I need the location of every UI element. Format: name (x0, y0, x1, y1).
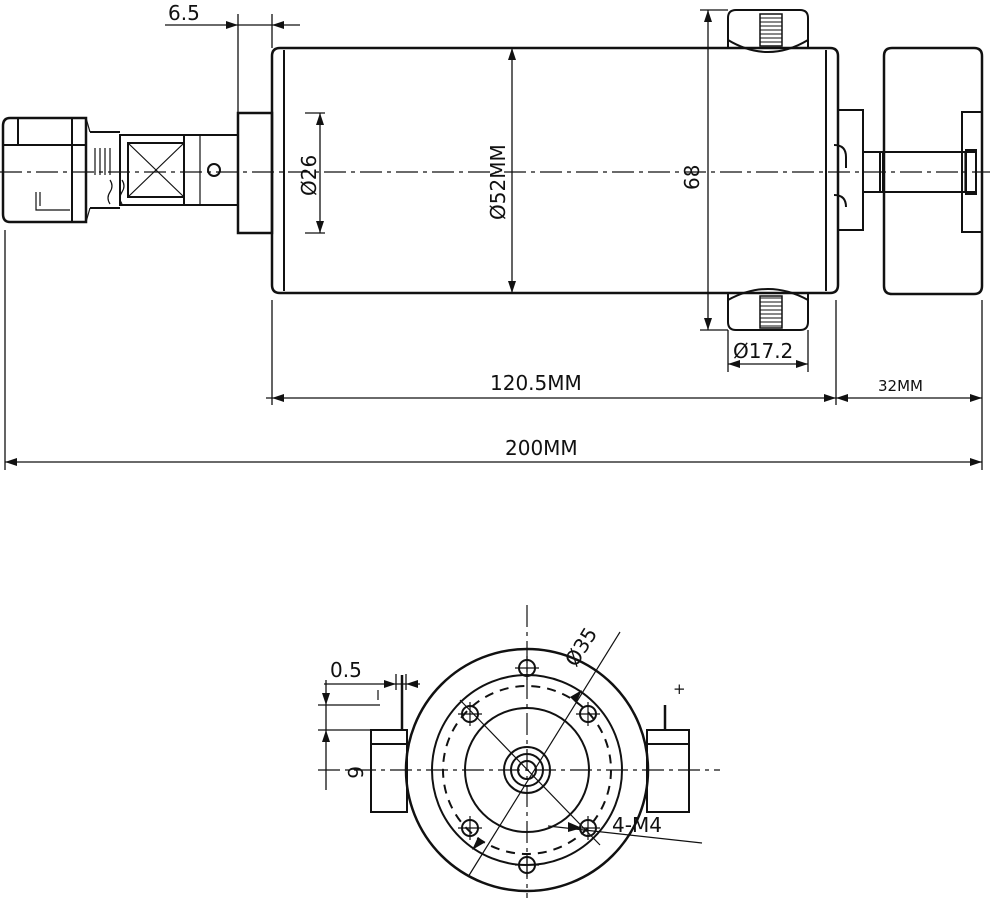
label-flange-thickness: 6.5 (168, 1, 200, 25)
label-bolt-circle: Ø35 (560, 623, 602, 671)
collet-nut (1, 116, 125, 224)
cooling-fan (882, 46, 984, 296)
side-view: 6.5 Ø26 Ø52MM 68 (0, 1, 990, 470)
label-mount-spacing: 68 (680, 165, 704, 190)
shaft-lock-hole (207, 163, 221, 177)
motor-body (270, 46, 840, 295)
mount-hole-upper-left (458, 702, 482, 726)
label-mount-diameter: Ø17.2 (733, 339, 793, 363)
spindle-shaft (119, 134, 239, 206)
label-terminal-width: 6 (343, 766, 367, 779)
label-neck-diameter: Ø26 (297, 155, 321, 196)
mount-hole-upper-right (576, 702, 600, 726)
mount-hole-top (515, 656, 539, 680)
right-terminal: + (646, 680, 690, 813)
rear-shaft (879, 149, 977, 195)
end-view: + 0.5 6 Ø35 (318, 605, 720, 898)
label-body-diameter: Ø52MM (486, 144, 510, 220)
callout-mount-holes: 4-M4 (547, 813, 703, 844)
dim-rear-length: 32MM (836, 300, 983, 405)
shaft-bore (503, 746, 551, 794)
left-terminal (370, 675, 408, 813)
front-flange (236, 111, 274, 235)
dim-terminal-width: 6 (318, 680, 380, 790)
label-total-length: 200MM (505, 436, 578, 460)
label-mount-holes: 4-M4 (612, 813, 662, 837)
dim-mount-spacing: 68 (680, 9, 728, 331)
dim-body-diameter: Ø52MM (486, 48, 516, 293)
rear-end-cap (833, 109, 884, 231)
dim-neck-diameter: Ø26 (297, 112, 325, 234)
dim-body-length: 120.5MM (266, 300, 837, 405)
dim-flange-thickness: 6.5 (165, 1, 300, 113)
dim-mount-diameter: Ø17.2 (727, 330, 809, 372)
label-terminal-thickness: 0.5 (330, 658, 362, 682)
top-mount-boss (727, 9, 809, 53)
bottom-mount-boss (727, 288, 809, 331)
dim-terminal-thickness: 0.5 (324, 658, 420, 700)
dim-bolt-circle: Ø35 (472, 623, 602, 850)
mount-hole-lower-left (458, 816, 482, 840)
label-rear-length: 32MM (878, 377, 923, 395)
dim-total-length: 200MM (4, 230, 983, 470)
mount-hole-bottom (515, 853, 539, 877)
label-body-length: 120.5MM (490, 371, 582, 395)
label-terminal-polarity: + (673, 680, 686, 698)
